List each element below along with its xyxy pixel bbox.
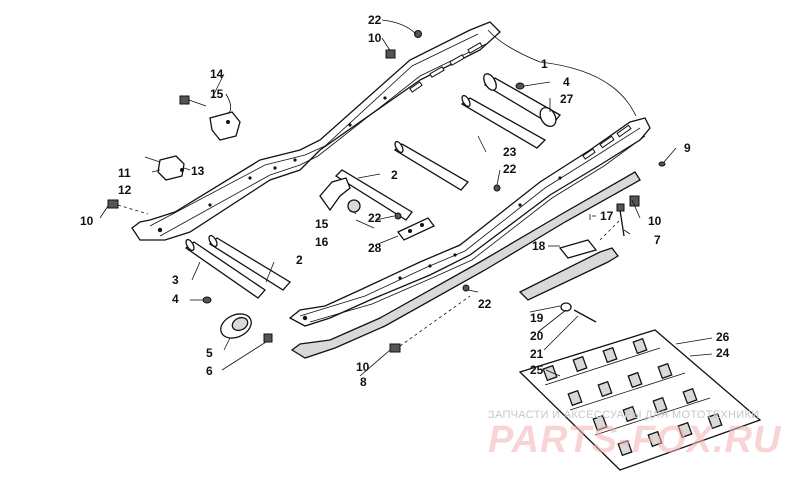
watermark: ЗАПЧАСТИ И АКСЕССУАРЫ ДЛЯ МОТОТЕХНИКИ PA… [488, 409, 782, 461]
callout-8: 8 [360, 375, 367, 389]
callout-18: 18 [532, 239, 546, 253]
callout-28: 28 [368, 241, 382, 255]
callout-labels: 1 2 2 3 4 4 5 6 7 8 9 10 10 10 10 11 12 … [80, 13, 730, 389]
callout-23: 23 [503, 145, 517, 159]
shock-tube-3 [184, 238, 266, 299]
slide-block-18 [558, 239, 598, 259]
nut-9 [658, 161, 666, 167]
callout-20: 20 [530, 329, 544, 343]
cross-shaft-front [334, 169, 413, 221]
cross-shaft-23 [460, 94, 547, 149]
watermark-logo: PARTS-FOX.RU [488, 419, 782, 461]
callout-2: 2 [296, 253, 303, 267]
callout-9: 9 [684, 141, 691, 155]
washer-4-right [515, 82, 525, 90]
callout-15: 15 [210, 87, 224, 101]
bolt-10-left [107, 199, 119, 209]
callout-10: 10 [356, 360, 370, 374]
callout-1: 1 [541, 57, 548, 71]
watermark-tagline: ЗАПЧАСТИ И АКСЕССУАРЫ ДЛЯ МОТОТЕХНИКИ [488, 409, 759, 421]
right-rail [288, 117, 651, 327]
callout-15: 15 [315, 217, 329, 231]
callout-22: 22 [368, 13, 382, 27]
washer-20 [560, 302, 572, 312]
callout-3: 3 [172, 273, 179, 287]
pivot-bracket-28 [396, 217, 436, 241]
cross-shaft-2-upper [393, 140, 470, 191]
callout-22: 22 [478, 297, 492, 311]
callout-14: 14 [210, 67, 224, 81]
callout-13: 13 [191, 164, 205, 178]
idler-wheel-5 [220, 313, 252, 339]
callout-10: 10 [648, 214, 662, 228]
nut-22-lower [462, 284, 470, 292]
bolt-6 [263, 333, 273, 343]
bolt-7 [616, 203, 625, 237]
callout-5: 5 [206, 346, 213, 360]
callout-27: 27 [560, 92, 574, 106]
callout-2: 2 [391, 168, 398, 182]
idler-shaft-27 [483, 73, 561, 127]
callout-10: 10 [368, 31, 382, 45]
bolt-21 [573, 309, 597, 323]
bolt-10-top [385, 49, 396, 59]
nut-22-top [414, 30, 422, 38]
track-lugs [542, 337, 723, 457]
bolt-10-right [629, 195, 640, 207]
callout-11: 11 [118, 166, 131, 180]
stop-block-12 [144, 155, 185, 181]
callout-7: 7 [654, 233, 661, 247]
bracket-14 [209, 111, 241, 141]
washer-4-left [202, 296, 212, 304]
callout-4: 4 [172, 292, 179, 306]
callout-10: 10 [80, 214, 94, 228]
left-rail [131, 21, 501, 241]
callout-4: 4 [563, 75, 570, 89]
callout-25: 25 [530, 363, 544, 377]
leader-lines [99, 19, 713, 377]
callout-19: 19 [530, 311, 544, 325]
callout-22: 22 [503, 162, 517, 176]
callout-24: 24 [716, 346, 730, 360]
cross-shaft-2-lower [208, 234, 292, 291]
callout-16: 16 [315, 235, 329, 249]
nut-22-small [394, 212, 402, 220]
callout-17: 17 [600, 209, 614, 223]
wear-strip-right [290, 171, 641, 359]
track-belt [518, 329, 762, 471]
callout-6: 6 [206, 364, 213, 378]
bolt-15-top [179, 95, 207, 107]
bolt-10-bottom [389, 343, 401, 353]
callout-21: 21 [530, 347, 544, 361]
wear-strip-left [518, 247, 619, 301]
nut-22-mid [493, 184, 501, 192]
callout-12: 12 [118, 183, 132, 197]
callout-26: 26 [716, 330, 730, 344]
callout-22: 22 [368, 211, 382, 225]
